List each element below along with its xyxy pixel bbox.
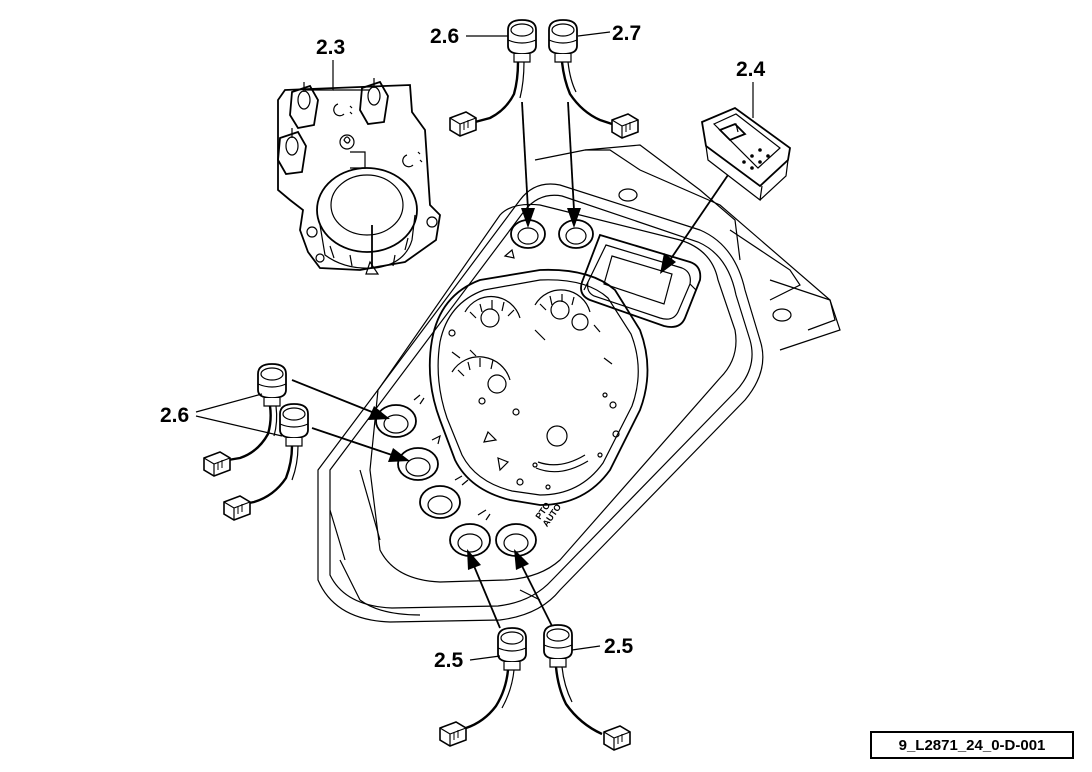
indicator-marks <box>448 324 620 490</box>
gauge-face <box>428 268 649 506</box>
buzzer <box>316 167 418 275</box>
push-button-2-5-right <box>543 624 631 751</box>
callout-2-5-right: 2.5 <box>604 635 634 658</box>
callout-2-7: 2.7 <box>612 22 641 45</box>
push-button-2-6-left-lower <box>223 403 309 521</box>
push-button-2-7 <box>548 19 639 139</box>
switch-pocket <box>580 233 702 328</box>
callout-labels: 2.3 2.4 2.6 2.7 2.6 2.5 2.5 <box>160 22 766 672</box>
push-button-2-6-left-upper <box>203 363 287 477</box>
socket-bottom-1 <box>449 523 491 557</box>
callout-2-6-left: 2.6 <box>160 404 189 427</box>
panel-sockets <box>375 219 594 557</box>
callout-2-4: 2.4 <box>736 58 766 81</box>
callout-2-3: 2.3 <box>316 36 345 59</box>
leader-lines <box>195 31 754 661</box>
drawing-reference-number: 9_L2871_24_0-D-001 <box>870 731 1074 759</box>
circuit-board-2-3 <box>277 78 441 275</box>
gauge-middle-left <box>451 356 511 394</box>
pto-auto-label: PTO AUTO <box>533 500 563 528</box>
relay-top-left <box>289 82 319 129</box>
gauge-lower <box>535 425 589 473</box>
push-button-2-6-top <box>449 19 537 137</box>
relay-middle-left <box>277 128 307 175</box>
socket-top-right <box>558 219 594 249</box>
gauge-top-right <box>534 289 591 331</box>
socket-left-3 <box>419 485 461 519</box>
callout-2-6-top: 2.6 <box>430 25 459 48</box>
console-housing <box>317 144 841 623</box>
rocker-switch-2-4 <box>700 106 791 202</box>
relay-top-right <box>359 78 389 125</box>
gauge-top-left <box>464 295 521 328</box>
socket-left-2 <box>397 447 439 481</box>
callout-2-5-left: 2.5 <box>434 649 464 672</box>
push-button-2-5-left <box>439 627 527 747</box>
assembly-arrows <box>291 101 729 629</box>
socket-left-1 <box>375 404 417 438</box>
